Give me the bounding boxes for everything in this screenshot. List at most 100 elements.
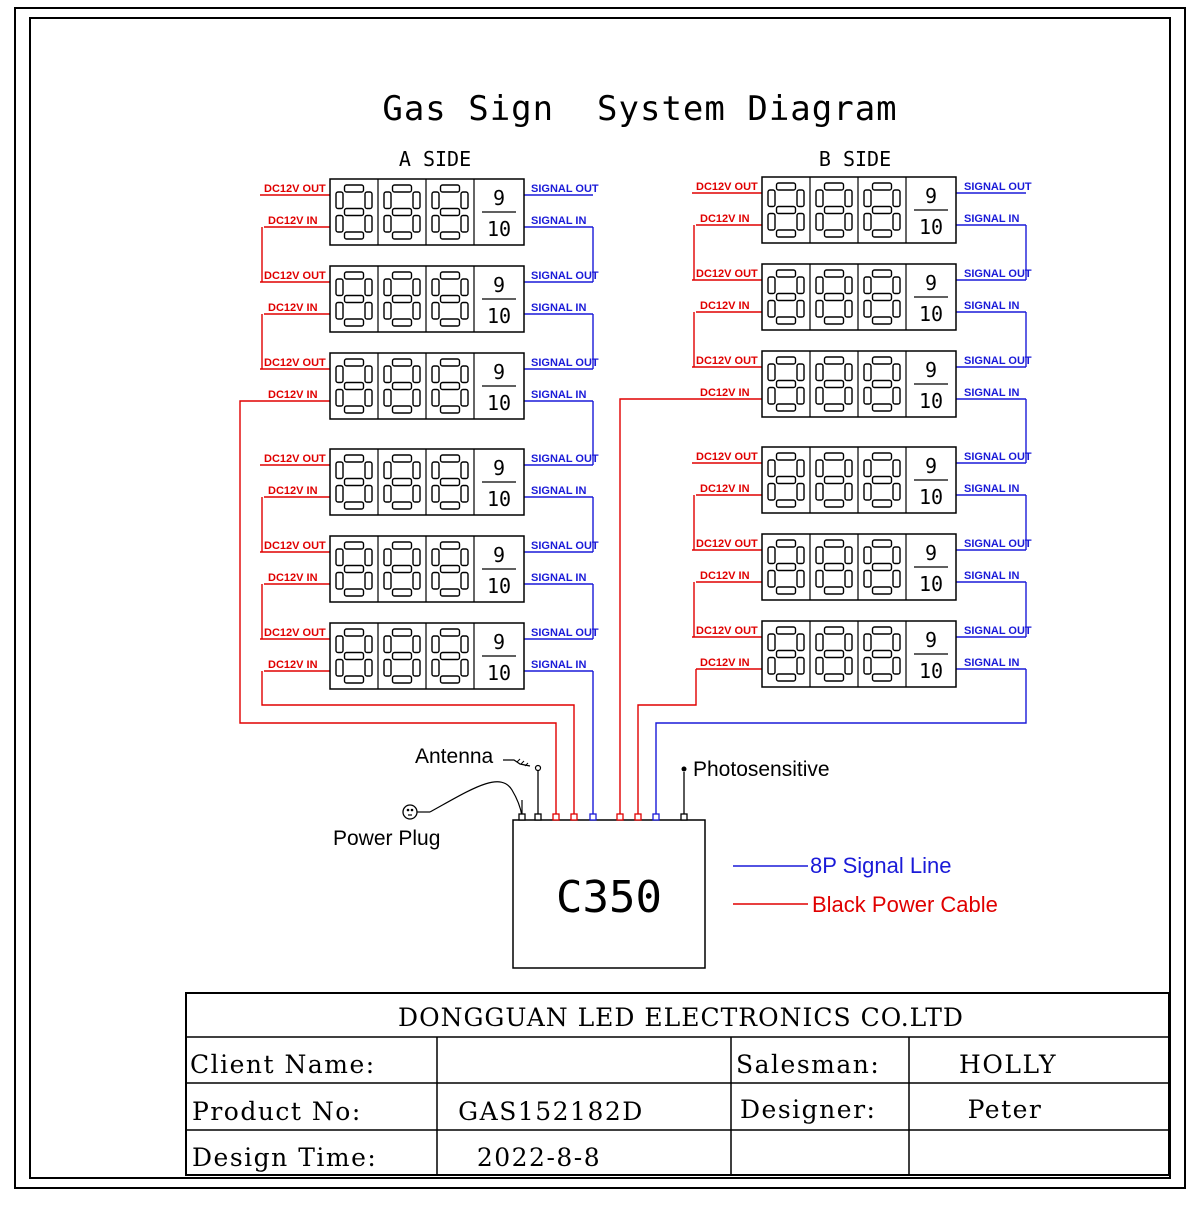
terminal-pin	[518, 813, 526, 821]
dc12v-out-label: DC12V OUT	[264, 183, 326, 195]
client-name-label: Client Name:	[190, 1050, 376, 1079]
signal-in-label: SIGNAL IN	[964, 300, 1019, 312]
seven-segment-digit	[863, 534, 907, 600]
seven-segment-digit	[383, 536, 427, 602]
signal-out-label: SIGNAL OUT	[964, 355, 1032, 367]
dc12v-out-label: DC12V OUT	[696, 355, 758, 367]
b-side-label: B SIDE	[819, 147, 891, 171]
power-plug-icon	[402, 781, 523, 820]
dc12v-out-label: DC12V OUT	[696, 625, 758, 637]
dc12v-in-label: DC12V IN	[700, 657, 750, 669]
power-wire	[637, 669, 697, 816]
signal-out-label: SIGNAL OUT	[531, 627, 599, 639]
terminal-pin	[552, 813, 560, 821]
seven-segment-digit	[863, 351, 907, 417]
seven-segment-digit	[335, 536, 379, 602]
a-side-display-module: 910	[329, 352, 525, 420]
fraction-denominator: 10	[919, 215, 943, 239]
signal-in-label: SIGNAL IN	[531, 659, 586, 671]
fraction-denominator: 10	[919, 302, 943, 326]
seven-segment-digit	[767, 177, 811, 243]
dc12v-in-label: DC12V IN	[700, 300, 750, 312]
controller-label: C350	[556, 872, 662, 923]
dc12v-in-label: DC12V IN	[268, 215, 318, 227]
signal-in-label: SIGNAL IN	[531, 389, 586, 401]
fraction-display: 910	[482, 186, 516, 241]
seven-segment-digit	[335, 623, 379, 689]
fraction-numerator: 9	[493, 186, 505, 210]
salesman-value: HOLLY	[959, 1050, 1057, 1079]
signal-out-label: SIGNAL OUT	[531, 540, 599, 552]
dc12v-out-label: DC12V OUT	[696, 268, 758, 280]
signal-in-label: SIGNAL IN	[964, 387, 1019, 399]
signal-out-label: SIGNAL OUT	[964, 451, 1032, 463]
signal-out-label: SIGNAL OUT	[531, 357, 599, 369]
signal-out-label: SIGNAL OUT	[531, 183, 599, 195]
signal-in-label: SIGNAL IN	[531, 572, 586, 584]
power-wire	[261, 671, 575, 816]
b-side-display-module: 910	[761, 263, 957, 331]
outer-frame	[14, 7, 1186, 1189]
fraction-denominator: 10	[487, 304, 511, 328]
signal-in-label: SIGNAL IN	[964, 483, 1019, 495]
a-side-display-module: 910	[329, 178, 525, 246]
seven-segment-digit	[431, 449, 475, 515]
seven-segment-digit	[431, 623, 475, 689]
fraction-numerator: 9	[493, 360, 505, 384]
fraction-display: 910	[914, 271, 948, 326]
b-side-display-module: 910	[761, 446, 957, 514]
seven-segment-digit	[815, 621, 859, 687]
seven-segment-digit	[767, 264, 811, 330]
dc12v-in-label: DC12V IN	[268, 389, 318, 401]
fraction-display: 910	[914, 628, 948, 683]
fraction-denominator: 10	[487, 661, 511, 685]
seven-segment-digit	[335, 266, 379, 332]
fraction-denominator: 10	[487, 391, 511, 415]
fraction-denominator: 10	[919, 572, 943, 596]
seven-segment-digit	[815, 177, 859, 243]
signal-out-label: SIGNAL OUT	[964, 538, 1032, 550]
product-no-value: GAS152182D	[458, 1097, 644, 1126]
signal-out-label: SIGNAL OUT	[964, 181, 1032, 193]
fraction-denominator: 10	[487, 574, 511, 598]
fraction-numerator: 9	[925, 358, 937, 382]
salesman-label: Salesman:	[736, 1050, 880, 1079]
seven-segment-digit	[335, 353, 379, 419]
seven-segment-digit	[383, 353, 427, 419]
company-name: DONGGUAN LED ELECTRONICS CO.LTD	[398, 1003, 964, 1032]
dc12v-out-label: DC12V OUT	[264, 357, 326, 369]
legend-signal-label: 8P Signal Line	[810, 853, 952, 878]
fraction-display: 910	[482, 360, 516, 415]
dc12v-in-label: DC12V IN	[268, 659, 318, 671]
fraction-numerator: 9	[493, 630, 505, 654]
signal-in-label: SIGNAL IN	[531, 485, 586, 497]
controller-terminals	[518, 800, 688, 821]
power-wire	[619, 398, 696, 816]
fraction-display: 910	[482, 630, 516, 685]
dc12v-out-label: DC12V OUT	[264, 270, 326, 282]
seven-segment-digit	[431, 266, 475, 332]
dc12v-out-label: DC12V OUT	[696, 451, 758, 463]
seven-segment-digit	[767, 351, 811, 417]
fraction-numerator: 9	[925, 541, 937, 565]
seven-segment-digit	[767, 534, 811, 600]
seven-segment-digit	[815, 264, 859, 330]
connector-labels-layer: DC12V OUT DC12V IN SIGNAL OUT SIGNAL IN DC12…	[264, 181, 1032, 671]
terminal-pin	[680, 813, 688, 821]
fraction-numerator: 9	[925, 271, 937, 295]
dc12v-in-label: DC12V IN	[268, 302, 318, 314]
fraction-denominator: 10	[919, 389, 943, 413]
signal-in-label: SIGNAL IN	[964, 657, 1019, 669]
seven-segment-digit	[431, 536, 475, 602]
a-side-display-module: 910	[329, 535, 525, 603]
dc12v-out-label: DC12V OUT	[696, 181, 758, 193]
b-side-display-module: 910	[761, 620, 957, 688]
dc12v-out-label: DC12V OUT	[696, 538, 758, 550]
seven-segment-digit	[431, 353, 475, 419]
power-plug-label: Power Plug	[333, 827, 440, 850]
seven-segment-digit	[431, 179, 475, 245]
product-no-label: Product No:	[192, 1097, 362, 1126]
signal-out-label: SIGNAL OUT	[531, 453, 599, 465]
a-side-label: A SIDE	[399, 147, 471, 171]
fraction-display: 910	[482, 273, 516, 328]
